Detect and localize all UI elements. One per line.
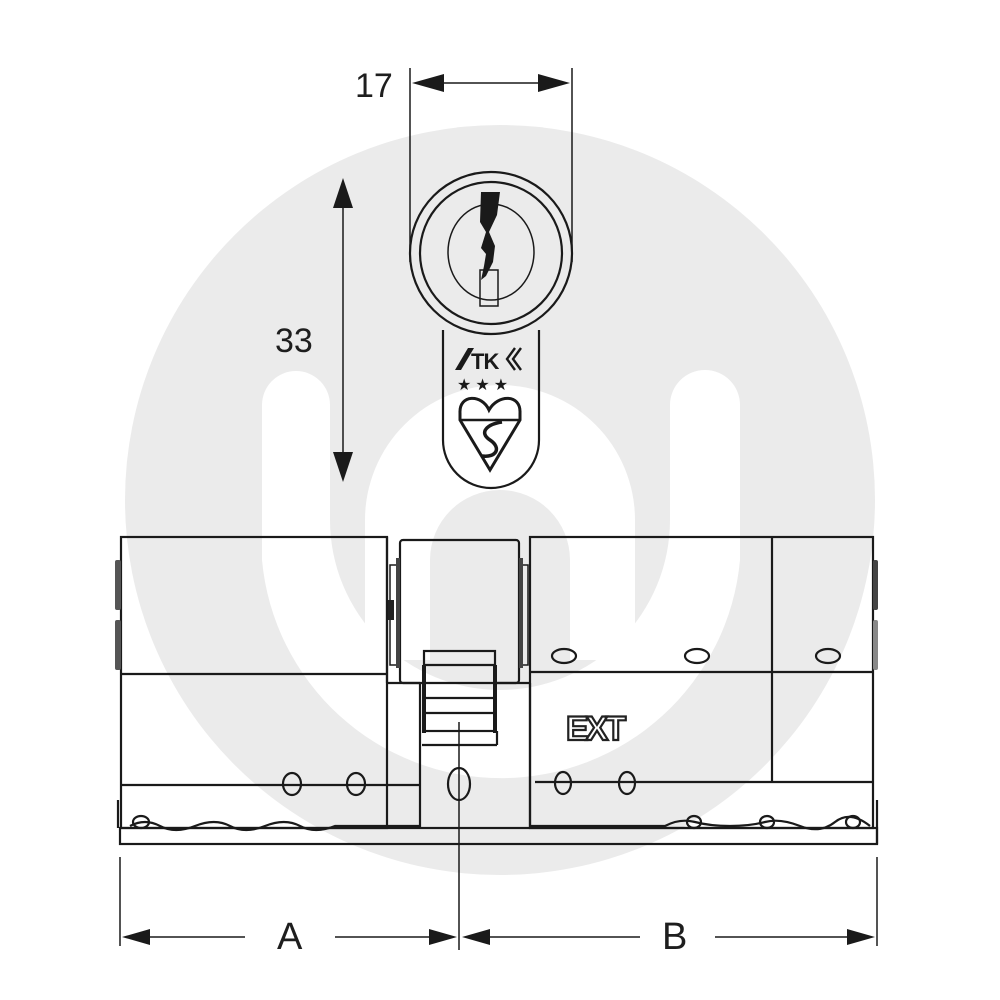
brand-text: TK <box>471 349 499 374</box>
arrow-down-icon <box>333 452 353 482</box>
arrow-left-icon <box>412 74 444 92</box>
side-a-label: A <box>277 916 303 958</box>
width-dimension: 17 <box>355 67 573 262</box>
arrow-right-icon <box>538 74 570 92</box>
height-label: 33 <box>275 322 313 360</box>
brand-logo: TK <box>455 347 522 374</box>
cylinder-profile <box>408 170 574 490</box>
arrow-left-icon <box>462 929 490 945</box>
ext-marking: EXT <box>566 710 626 748</box>
watermark-logo <box>125 125 875 875</box>
side-b-label: B <box>662 916 687 958</box>
height-dimension: 33 <box>275 178 353 482</box>
key-blade-icon <box>480 192 500 280</box>
stars-rating: ★★★ <box>457 375 512 394</box>
cylinder-side-view: EXT <box>115 535 879 950</box>
kitemark-icon <box>458 396 522 473</box>
arrow-right-icon <box>847 929 875 945</box>
arrow-right-icon <box>429 929 457 945</box>
arrow-up-icon <box>333 178 353 208</box>
arrow-left-icon <box>122 929 150 945</box>
width-label: 17 <box>355 67 393 105</box>
markings: TK ★★★ <box>455 347 522 473</box>
cam <box>385 537 532 950</box>
length-dimensions: A B <box>119 857 878 958</box>
right-body-internal: EXT <box>528 535 879 844</box>
